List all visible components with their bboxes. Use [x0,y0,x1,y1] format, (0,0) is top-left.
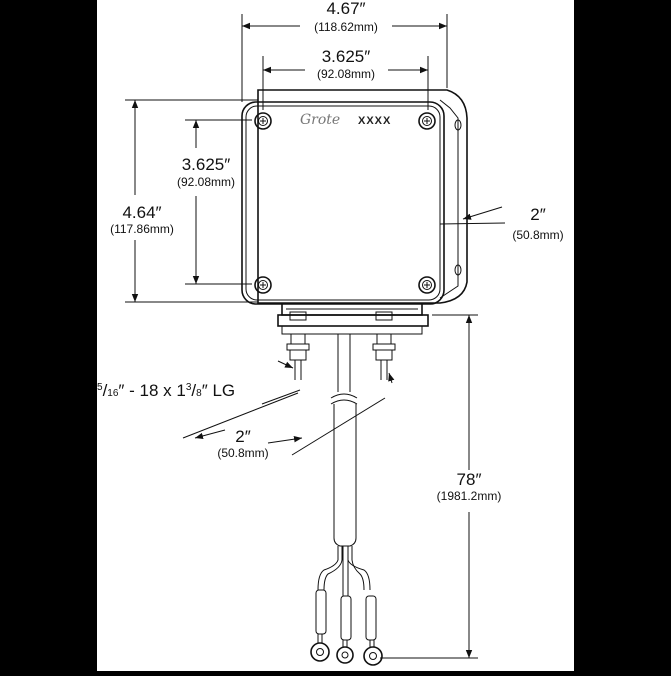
power-cable [317,334,371,596]
depth-label: 2″ [530,205,545,224]
depth-metric-label: (50.8mm) [512,228,563,242]
dimension-overall-width: 4.67″ (118.62mm) [241,0,448,102]
screw-top-left-icon [254,112,272,130]
overall-width-label: 4.67″ [326,0,365,18]
dimension-cable-length: 78″ (1981.2mm) [380,314,502,659]
cable-length-metric-label: (1981.2mm) [437,489,502,503]
stud-size-label: 5/16″ - 18 x 13/8″ LG [97,381,235,400]
screw-bottom-left-icon [254,276,272,294]
lens-height-metric-label: (92.08mm) [177,175,235,189]
lens-width-metric-label: (92.08mm) [317,67,375,81]
brand-logo: Grote [300,112,340,128]
ring-terminal-right-icon [363,595,383,666]
stud-spacing-label: 2″ [235,427,250,446]
dimension-overall-height: 4.64″ (117.86mm) [110,99,258,303]
mounting-bracket [277,303,429,335]
mounting-stud-right [372,311,396,380]
overall-height-metric-label: (117.86mm) [110,222,174,236]
ring-terminal-center-icon [336,595,354,664]
screw-bottom-right-icon [418,276,436,294]
lamp-housing [241,89,468,305]
overall-height-label: 4.64″ [122,203,161,222]
dimension-depth: 2″ (50.8mm) [439,205,564,242]
cable-length-label: 78″ [457,470,482,489]
lens-width-label: 3.625″ [322,47,371,66]
ring-terminal-left-icon [310,589,330,662]
lens-height-label: 3.625″ [182,155,231,174]
part-number-label: XXXX [358,115,391,127]
screw-top-right-icon [418,112,436,130]
overall-width-metric-label: (118.62mm) [314,20,378,34]
mounting-stud-left [286,311,310,380]
dimension-lens-width: 3.625″ (92.08mm) [262,47,429,110]
stud-callout: 5/16″ - 18 x 13/8″ LG [97,360,395,405]
paper-background [97,0,574,671]
dimension-lens-height: 3.625″ (92.08mm) [177,119,252,285]
stud-spacing-metric-label: (50.8mm) [217,446,268,460]
dimension-stud-spacing: 2″ (50.8mm) [182,392,386,460]
